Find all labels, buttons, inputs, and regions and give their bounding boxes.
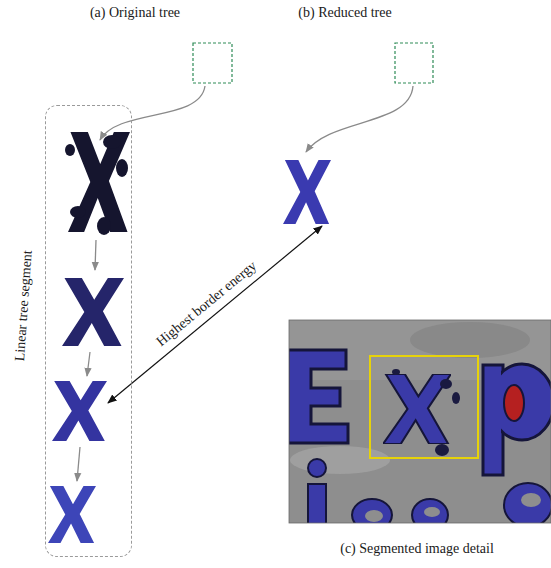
region-shape	[65, 132, 130, 235]
figure-part	[452, 392, 460, 404]
tree-arrow	[95, 240, 96, 270]
figure-part	[97, 217, 111, 235]
figure-part	[440, 379, 452, 389]
segmented-image	[289, 320, 551, 523]
panel-caption: (b) Reduced tree	[298, 5, 391, 20]
tree-arrow	[306, 86, 413, 152]
figure-part	[435, 444, 449, 456]
figure-part	[504, 483, 551, 523]
figure-part	[483, 365, 503, 475]
region-shape	[62, 278, 124, 346]
figure-part	[392, 369, 400, 375]
figure-part	[65, 144, 75, 156]
tree-arrow	[87, 352, 90, 376]
image-frame	[289, 320, 551, 523]
figure-part	[485, 367, 501, 473]
root-node	[193, 43, 232, 83]
figure-part	[365, 510, 383, 522]
root-node	[395, 43, 433, 83]
figure-part	[70, 206, 86, 218]
region-shape	[48, 486, 96, 543]
figure-part	[290, 446, 390, 474]
segment-label: Linear tree segment	[12, 250, 35, 362]
region-shape	[52, 381, 107, 441]
panel-caption: (c) Segmented image detail	[340, 541, 494, 556]
figure-part	[103, 135, 121, 149]
figure-part	[410, 322, 530, 358]
figure-part	[504, 385, 524, 421]
arrow-label: Highest border energy	[153, 258, 259, 349]
figure-part	[352, 499, 392, 523]
figure-part	[383, 374, 451, 444]
figure-part	[308, 459, 326, 477]
panel-caption: (a) Original tree	[90, 5, 180, 20]
tree-arrow	[77, 447, 80, 481]
figure-part	[308, 484, 326, 523]
segment-box: Linear tree segment	[45, 105, 132, 557]
highlight-box	[370, 356, 478, 458]
figure-part	[289, 350, 348, 443]
tree-arrow	[100, 86, 205, 140]
region-shape	[283, 160, 331, 224]
figure-part	[68, 132, 130, 232]
figure-part	[412, 499, 448, 523]
figure-part	[521, 493, 541, 507]
figure-part	[424, 507, 440, 517]
figure-part	[116, 159, 128, 177]
